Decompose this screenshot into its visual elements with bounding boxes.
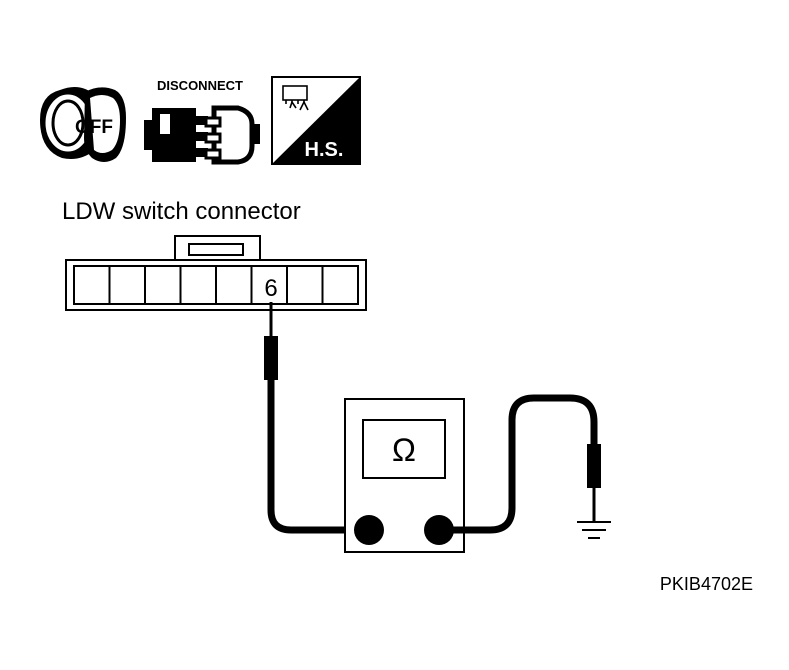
ignition-key-off-icon: OFF	[40, 86, 126, 162]
disconnect-connector-icon: DISCONNECT	[144, 78, 260, 165]
connector-title: LDW switch connector	[62, 198, 301, 225]
harness-side-label: H.S.	[305, 139, 344, 161]
figure-id: PKIB4702E	[660, 574, 753, 594]
harness-side-icon: H.S.	[271, 76, 361, 165]
ldw-switch-connector: 6	[65, 235, 367, 311]
ohm-symbol: Ω	[392, 432, 416, 468]
ohmmeter: Ω	[344, 398, 465, 553]
terminal-cavity-5	[215, 265, 253, 305]
probe-lead-terminal	[264, 302, 360, 534]
terminal-cavity-6	[250, 265, 288, 305]
ignition-off-label: OFF	[75, 117, 113, 138]
terminal-cavity-1	[73, 265, 111, 305]
ground-symbol	[577, 521, 611, 539]
terminal-cavity-8	[321, 265, 359, 305]
probe-lead-ground	[439, 394, 601, 534]
terminal-6-label: 6	[264, 275, 277, 302]
disconnect-label: DISCONNECT	[157, 78, 243, 93]
terminal-cavity-7	[286, 265, 324, 305]
terminal-cavity-3	[144, 265, 182, 305]
terminal-cavity-4	[179, 265, 217, 305]
terminal-cavity-2	[108, 265, 146, 305]
meter-terminal-left	[354, 515, 384, 545]
